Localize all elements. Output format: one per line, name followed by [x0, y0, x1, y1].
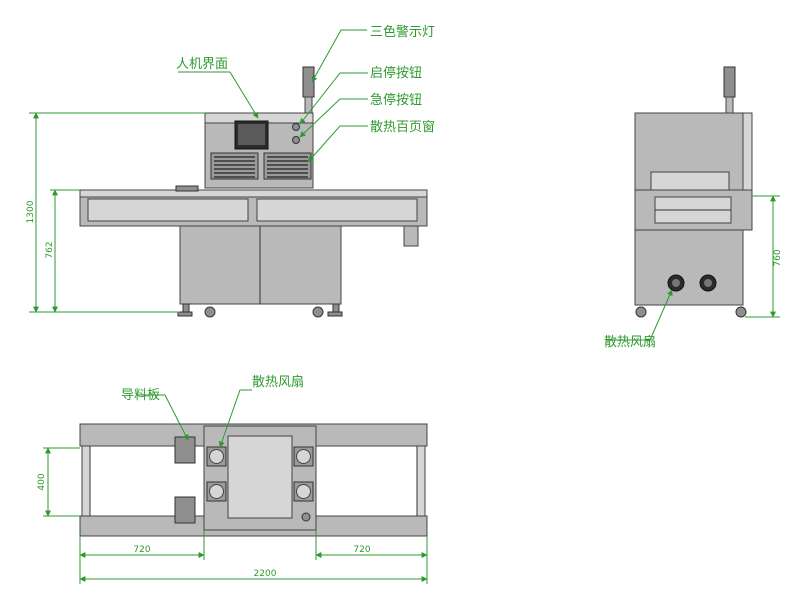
guide-plate-lower: [174, 496, 196, 524]
emergency-stop-button: [292, 136, 300, 144]
label-cooling-fan-side: 散热风扇: [604, 334, 656, 350]
top-leaders: [138, 389, 252, 448]
side-view: [634, 66, 753, 318]
side-lower-cabinet: [634, 229, 744, 306]
dim-left-width: 720: [133, 545, 150, 555]
front-wheel-left: [204, 306, 216, 318]
dim-total-width: 2200: [254, 569, 277, 579]
side-wheel-left: [635, 306, 647, 318]
front-wheel-right: [312, 306, 324, 318]
start-stop-button: [292, 123, 300, 131]
front-leaders: [178, 29, 368, 163]
dim-side-height: 760: [773, 249, 783, 266]
side-dimensions: [606, 195, 780, 341]
guide-plate-upper: [174, 436, 196, 464]
top-view: [79, 423, 428, 537]
top-dimensions: [43, 447, 428, 584]
side-wheel-right: [735, 306, 747, 318]
label-cooling-fan-top: 散热风扇: [252, 374, 304, 390]
dim-table-height: 762: [45, 241, 55, 258]
label-hmi: 人机界面: [176, 57, 228, 72]
label-emergency-stop-button: 急停按钮: [370, 92, 422, 108]
front-view: [79, 66, 428, 318]
label-guide-plate: 导料板: [121, 388, 160, 403]
label-tricolor-light: 三色警示灯: [370, 24, 435, 40]
dim-total-height: 1300: [26, 200, 36, 223]
label-start-stop-button: 启停按钮: [370, 65, 422, 81]
label-vent-louver: 散热百页窗: [370, 119, 435, 135]
dim-depth: 400: [37, 473, 47, 490]
front-dimensions: [29, 112, 205, 313]
side-warning-light: [723, 66, 736, 98]
dim-right-width: 720: [353, 545, 370, 555]
